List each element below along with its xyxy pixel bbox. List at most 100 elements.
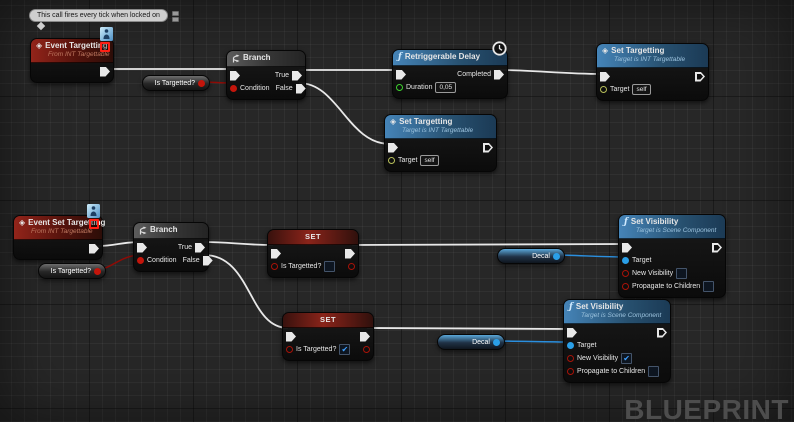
function-icon: ƒ: [624, 217, 628, 227]
node-set-top[interactable]: SET Is Targetted?: [267, 229, 359, 278]
interface-mannequin-icon: [87, 204, 100, 218]
node-event-targetting[interactable]: ◈ Event Targetting From INT Targettable: [30, 38, 114, 83]
interface-diamond-icon: ◈: [390, 117, 397, 126]
node-header: Branch: [227, 51, 305, 67]
object-out-pin[interactable]: [553, 252, 560, 260]
target-object-pin[interactable]: [622, 257, 629, 264]
node-event-set-targetting[interactable]: ◈ Event Set Targetting From INT Targetta…: [13, 215, 106, 260]
condition-bool-pin[interactable]: [137, 257, 144, 264]
exec-out-pin[interactable]: [712, 243, 722, 253]
variable-pill-is-targetted-top[interactable]: Is Targetted?: [142, 75, 210, 91]
true-pin-label: True: [177, 244, 192, 251]
node-subtitle: Target is Scene Component: [636, 227, 717, 234]
exec-in-pin[interactable]: [388, 143, 398, 153]
target-input[interactable]: self: [420, 155, 439, 166]
node-retriggerable-delay[interactable]: ƒ Retriggerable Delay Completed Duration…: [392, 49, 508, 99]
exec-in-pin[interactable]: [622, 243, 632, 253]
variable-pill-is-targetted-bottom[interactable]: Is Targetted?: [38, 263, 106, 279]
condition-bool-pin[interactable]: [230, 85, 237, 92]
new-visibility-checkbox[interactable]: ✔: [621, 353, 633, 364]
wire-exec-true2-to-set: [203, 241, 274, 246]
variable-pill-decal-top[interactable]: Decal: [497, 248, 565, 264]
false-exec-out-pin[interactable]: [203, 256, 213, 266]
interface-diamond-icon: ◈: [602, 46, 609, 55]
branch-icon: [232, 54, 240, 62]
bool-checkbox[interactable]: ✔: [339, 344, 351, 355]
target-object-pin[interactable]: [567, 342, 574, 349]
target-label: Target: [577, 342, 597, 349]
node-title: Set Targetting: [399, 117, 453, 126]
node-set-bottom[interactable]: SET Is Targetted? ✔: [282, 312, 374, 361]
node-header: Branch: [134, 223, 208, 239]
node-header: ◈ Set Targetting Target is INT Targettab…: [597, 44, 708, 68]
duration-float-pin[interactable]: [396, 84, 403, 91]
exec-in-pin[interactable]: [286, 332, 296, 342]
node-branch-bottom[interactable]: Branch True Condition False: [133, 222, 209, 272]
new-visibility-label: New Visibility: [577, 355, 619, 362]
false-exec-out-pin[interactable]: [296, 84, 306, 94]
exec-in-pin[interactable]: [137, 243, 147, 253]
target-pin[interactable]: [600, 86, 607, 93]
true-exec-out-pin[interactable]: [292, 71, 302, 81]
exec-in-pin[interactable]: [396, 70, 406, 80]
node-title: Event Targetting: [45, 41, 108, 50]
bool-checkbox[interactable]: [324, 261, 336, 272]
node-title: SET: [304, 232, 322, 241]
node-set-targetting-mid[interactable]: ◈ Set Targetting Target is INT Targettab…: [384, 114, 497, 172]
exec-out-pin[interactable]: [89, 244, 99, 254]
completed-exec-out-pin[interactable]: [494, 70, 504, 80]
target-pin[interactable]: [388, 157, 395, 164]
bool-in-pin[interactable]: [271, 263, 278, 270]
function-icon: ƒ: [398, 52, 402, 62]
pill-label: Is Targetted?: [50, 267, 91, 275]
bool-out-pin[interactable]: [94, 267, 101, 275]
exec-in-pin[interactable]: [567, 328, 577, 338]
comment-pin-icon[interactable]: [172, 11, 179, 22]
variable-pill-decal-bottom[interactable]: Decal: [437, 334, 505, 350]
propagate-checkbox[interactable]: [648, 366, 660, 377]
bool-out-pin[interactable]: [348, 263, 355, 270]
event-diamond-icon: ◈: [36, 41, 43, 50]
true-exec-out-pin[interactable]: [195, 243, 205, 253]
exec-in-pin[interactable]: [230, 71, 240, 81]
bool-out-pin[interactable]: [363, 346, 370, 353]
node-set-visibility-top[interactable]: ƒ Set Visibility Target is Scene Compone…: [618, 214, 726, 298]
node-title: Branch: [243, 53, 271, 62]
node-title: Branch: [150, 225, 178, 234]
exec-out-pin[interactable]: [100, 67, 110, 77]
condition-label: Condition: [147, 257, 177, 264]
exec-out-pin[interactable]: [360, 332, 370, 342]
node-title: SET: [319, 315, 337, 324]
exec-out-pin[interactable]: [345, 249, 355, 259]
new-visibility-bool-pin[interactable]: [622, 270, 629, 277]
propagate-bool-pin[interactable]: [567, 368, 574, 375]
duration-label: Duration: [406, 84, 433, 91]
bool-out-pin[interactable]: [198, 79, 205, 87]
propagate-checkbox[interactable]: [703, 281, 715, 292]
propagate-bool-pin[interactable]: [622, 283, 629, 290]
node-title: Event Set Targetting: [28, 218, 106, 227]
exec-out-pin[interactable]: [657, 328, 667, 338]
object-out-pin[interactable]: [493, 338, 500, 346]
exec-in-pin[interactable]: [271, 249, 281, 259]
exec-in-pin[interactable]: [600, 72, 610, 82]
node-header: ◈ Event Targetting From INT Targettable: [31, 39, 113, 63]
node-header: SET: [283, 313, 373, 328]
duration-input[interactable]: 0,05: [435, 82, 457, 93]
target-input[interactable]: self: [632, 84, 651, 95]
wire-exec-set-to-setvisibility-bottom: [366, 327, 572, 330]
node-set-visibility-bottom[interactable]: ƒ Set Visibility Target is Scene Compone…: [563, 299, 671, 383]
new-visibility-bool-pin[interactable]: [567, 355, 574, 362]
new-visibility-checkbox[interactable]: [676, 268, 688, 279]
bool-in-pin[interactable]: [286, 346, 293, 353]
node-subtitle: Target is Scene Component: [581, 312, 662, 319]
pill-label: Is Targetted?: [154, 79, 195, 87]
node-title: Set Visibility: [575, 302, 624, 311]
node-set-targetting-right[interactable]: ◈ Set Targetting Target is INT Targettab…: [596, 43, 709, 101]
target-label: Target: [632, 257, 652, 264]
exec-out-pin[interactable]: [695, 72, 705, 82]
comment-bubble[interactable]: This call fires every tick when locked o…: [29, 9, 168, 22]
exec-out-pin[interactable]: [483, 143, 493, 153]
node-branch-top[interactable]: Branch True Condition False: [226, 50, 306, 100]
